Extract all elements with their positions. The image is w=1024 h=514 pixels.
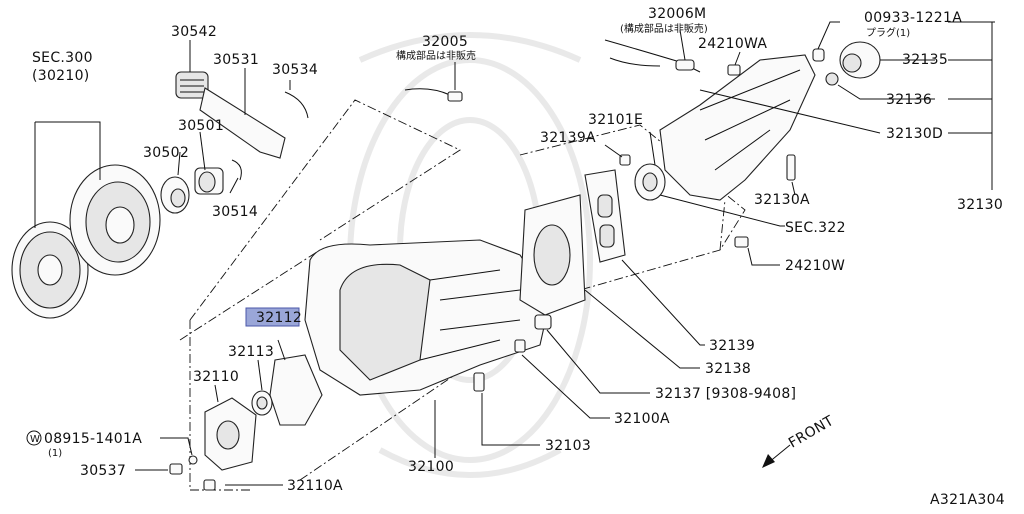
label-sec322[interactable]: SEC.322	[785, 220, 846, 236]
label-32110[interactable]: 32110	[193, 369, 239, 385]
label-32101e[interactable]: 32101E	[588, 112, 643, 128]
pin-32103[interactable]	[473, 372, 485, 392]
label-32100[interactable]: 32100	[408, 459, 454, 475]
withdrawal-lever[interactable]	[199, 87, 286, 159]
boot-30542[interactable]	[175, 71, 209, 99]
front-cover-32110[interactable]	[204, 397, 257, 471]
label-32006m-note: (構成部品は非販売)	[620, 22, 708, 35]
rear-adapter-plate[interactable]	[519, 194, 586, 316]
label-32135[interactable]: 32135	[902, 52, 948, 68]
label-08915-note: (1)	[48, 448, 62, 459]
label-32005-note: 構成部品は非販売	[396, 49, 476, 62]
label-30501[interactable]: 30501	[178, 118, 224, 134]
washer-08915[interactable]	[188, 455, 198, 465]
label-32130[interactable]: 32130	[957, 197, 1003, 213]
sensor-harness-32006m[interactable]	[604, 39, 701, 73]
bracket-24210wa[interactable]	[727, 64, 741, 76]
label-32130a[interactable]: 32130A	[754, 192, 810, 208]
plug-32139a[interactable]	[619, 154, 631, 166]
leader-lines	[34, 21, 995, 486]
label-08915[interactable]: 08915-1401A	[44, 431, 142, 447]
plug-32135[interactable]	[839, 41, 881, 79]
front-arrow: FRONT	[762, 413, 837, 468]
label-08915-prefix: W	[30, 434, 40, 445]
label-32110a[interactable]: 32110A	[287, 478, 343, 494]
label-32113[interactable]: 32113	[228, 344, 274, 360]
transmission-case[interactable]	[304, 239, 551, 396]
label-32005[interactable]: 32005	[422, 34, 468, 50]
label-32137[interactable]: 32137 [9308-9408]	[655, 386, 796, 402]
label-24210wa[interactable]: 24210WA	[698, 36, 767, 52]
bolt-30537[interactable]	[169, 463, 183, 475]
part-labels: SEC.300 (30210) 30542 30531 30534 30501 …	[26, 6, 1005, 508]
clutch-cover[interactable]	[69, 164, 161, 276]
oil-seal-32113[interactable]	[251, 390, 273, 416]
bearing-sleeve[interactable]	[194, 167, 224, 195]
bolt-32110a[interactable]	[203, 479, 216, 491]
label-sec300[interactable]: SEC.300	[32, 50, 93, 66]
gasket-32112[interactable]	[269, 354, 323, 426]
label-32103[interactable]: 32103	[545, 438, 591, 454]
plug-32100a[interactable]	[514, 339, 526, 353]
label-32136[interactable]: 32136	[886, 92, 932, 108]
label-32139[interactable]: 32139	[709, 338, 755, 354]
clip-30514[interactable]	[231, 159, 242, 181]
label-30502[interactable]: 30502	[143, 145, 189, 161]
oil-seal-32101e[interactable]	[634, 163, 666, 201]
label-30514[interactable]: 30514	[212, 204, 258, 220]
sensor-32137[interactable]	[534, 314, 552, 330]
gasket-32139[interactable]	[584, 169, 626, 263]
nut-32136[interactable]	[825, 72, 839, 86]
washer-callout: W	[26, 430, 42, 446]
extension-housing[interactable]	[659, 54, 816, 201]
watermark-emblem	[347, 32, 593, 478]
figure-code: A321A304	[930, 492, 1005, 508]
label-sec300-sub: (30210)	[32, 68, 90, 84]
label-32139a[interactable]: 32139A	[540, 130, 596, 146]
front-label: FRONT	[786, 413, 837, 452]
plug-00933[interactable]	[812, 48, 825, 62]
release-bearing[interactable]	[160, 176, 190, 214]
label-32112[interactable]: 32112	[256, 310, 302, 326]
label-00933[interactable]: 00933-1221A	[864, 10, 962, 26]
label-30537[interactable]: 30537	[80, 463, 126, 479]
harness-32005[interactable]	[404, 88, 463, 102]
label-32006m[interactable]: 32006M	[648, 6, 706, 22]
label-32130d[interactable]: 32130D	[886, 126, 943, 142]
label-00933-note: プラグ(1)	[866, 26, 910, 39]
bracket-24210w[interactable]	[734, 236, 749, 248]
clutch-disc[interactable]	[11, 221, 89, 319]
label-30531[interactable]: 30531	[213, 52, 259, 68]
spring-30534[interactable]	[284, 91, 309, 119]
label-30542[interactable]: 30542	[171, 24, 217, 40]
label-32100a[interactable]: 32100A	[614, 411, 670, 427]
label-32138[interactable]: 32138	[705, 361, 751, 377]
dashed-guides	[179, 99, 746, 491]
bolt-32130a[interactable]	[786, 154, 796, 181]
highlight-box-32112[interactable]	[245, 307, 300, 327]
label-30534[interactable]: 30534	[272, 62, 318, 78]
label-24210w[interactable]: 24210W	[785, 258, 845, 274]
